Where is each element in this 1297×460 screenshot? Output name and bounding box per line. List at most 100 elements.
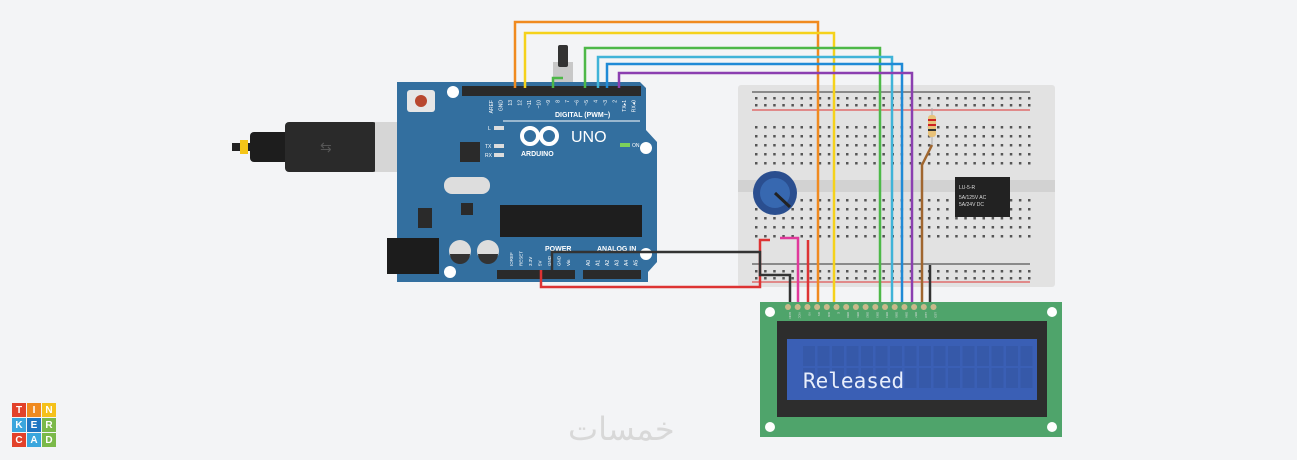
lcd-cell	[977, 346, 989, 366]
lcd-cell	[832, 368, 844, 388]
analog-label: ANALOG IN	[597, 246, 636, 253]
lcd-cell	[904, 368, 917, 388]
analog-pin-label: A1	[596, 260, 602, 266]
lcd-cell	[1020, 346, 1033, 366]
digital-pin-label: 4	[594, 100, 600, 103]
lcd-pin[interactable]	[843, 304, 850, 310]
watermark: خمسات	[568, 410, 675, 448]
lcd-pin[interactable]	[891, 304, 898, 310]
lcd-cell	[948, 346, 960, 366]
lcd-pin[interactable]	[901, 304, 908, 310]
lcd-cell	[803, 368, 815, 388]
lcd-cell	[933, 346, 946, 366]
lcd-pin-label: RW	[827, 312, 831, 317]
lcd-pin-label: RS	[817, 312, 821, 316]
digital-label: DIGITAL (PWM~)	[555, 112, 610, 119]
lcd-pin-label: DB5	[895, 312, 899, 318]
lcd-pin[interactable]	[785, 304, 791, 310]
lcd-pin[interactable]	[862, 304, 869, 310]
analog-pin-label: A3	[615, 260, 621, 266]
lcd-line-2: Released	[803, 369, 904, 393]
lcd-cell	[991, 346, 1004, 366]
lcd-pin[interactable]	[833, 304, 840, 310]
lcd-cell	[1006, 346, 1018, 366]
potentiometer	[753, 171, 797, 215]
analog-header	[583, 270, 641, 279]
power-header	[497, 270, 575, 279]
atmega-chip	[500, 205, 642, 237]
logo-letter: C	[12, 433, 26, 447]
lcd-cell	[977, 368, 989, 388]
arduino-uno-board[interactable]: DIGITAL (PWM~) ARDUINO UNO ON L TX RX PO…	[387, 82, 657, 282]
relay-rating-dc: 5A/24V DC	[959, 202, 984, 208]
usb-icon: ⇆	[320, 139, 332, 155]
power-pin-label: IOREF	[509, 252, 514, 266]
logo-letter: A	[27, 433, 41, 447]
wire-pink	[780, 236, 800, 302]
power-pin-label: 5V	[538, 260, 543, 266]
lcd-pin[interactable]	[930, 304, 937, 310]
lcd-cell	[933, 368, 946, 388]
lcd-pin[interactable]	[872, 304, 879, 310]
lcd-pin[interactable]	[823, 304, 830, 310]
analog-pin-label: A4	[624, 260, 630, 266]
digital-header-left	[462, 86, 567, 96]
lcd-cell	[962, 368, 975, 388]
wires[interactable]	[513, 20, 934, 302]
led-label-rx: RX	[485, 153, 493, 159]
lcd-cell	[846, 346, 859, 366]
lcd-pin[interactable]	[911, 304, 918, 310]
lcd-pin-label: DB4	[885, 312, 889, 318]
lcd-cell	[832, 346, 844, 366]
led-label-tx: TX	[485, 144, 492, 150]
wire-green-button	[551, 76, 563, 88]
relay	[955, 177, 1010, 217]
wire-black	[550, 250, 792, 302]
power-jack	[387, 238, 439, 274]
lcd-cell	[803, 346, 815, 366]
lcd-cell	[890, 368, 902, 388]
digital-header-right	[565, 86, 641, 96]
lcd-cell	[919, 346, 931, 366]
lcd-cell	[904, 346, 917, 366]
lcd-pin-label: LED	[924, 312, 928, 319]
relay-name: LU-5-R	[959, 185, 976, 191]
lcd-pin-label: E	[837, 312, 841, 314]
lcd-pin[interactable]	[920, 304, 927, 310]
lcd-pin[interactable]	[882, 304, 888, 310]
arduino-logo	[520, 126, 559, 146]
lcd-pin[interactable]	[804, 304, 811, 310]
digital-pin-label: 7	[565, 100, 571, 103]
crystal	[444, 177, 490, 194]
lcd-cell	[817, 368, 830, 388]
lcd-cell	[817, 346, 830, 366]
power-pin-label: GND	[547, 255, 552, 266]
lcd-cell	[861, 368, 873, 388]
wire-red	[539, 238, 770, 289]
analog-pin-label: A2	[605, 260, 611, 266]
analog-pin-label: A0	[586, 260, 592, 266]
breadboard[interactable]: LU-5-R 5A/125V AC 5A/24V DC	[738, 85, 1055, 287]
lcd-cell	[861, 346, 873, 366]
power-pin-label: Vin	[566, 259, 571, 266]
logo-letter: E	[27, 418, 41, 432]
lcd-cell	[875, 368, 888, 388]
brand-label: ARDUINO	[521, 151, 554, 158]
wire-cyan	[596, 55, 894, 302]
lcd-pin-label: V0	[807, 312, 811, 316]
lcd-pin-label: LED	[934, 312, 938, 319]
power-pin-label: GND	[557, 255, 562, 266]
lcd-pin[interactable]	[794, 304, 801, 310]
digital-pin-label: 2	[613, 100, 619, 103]
digital-pin-label: ~3	[603, 100, 609, 106]
digital-pin-label: ~10	[537, 100, 543, 109]
lcd-pin[interactable]	[814, 304, 821, 310]
pushbutton[interactable]	[553, 45, 573, 82]
logo-letter: N	[42, 403, 56, 417]
lcd-cell	[948, 368, 960, 388]
lcd-pin-label: DB6	[904, 312, 908, 318]
lcd-pin[interactable]	[852, 304, 859, 310]
